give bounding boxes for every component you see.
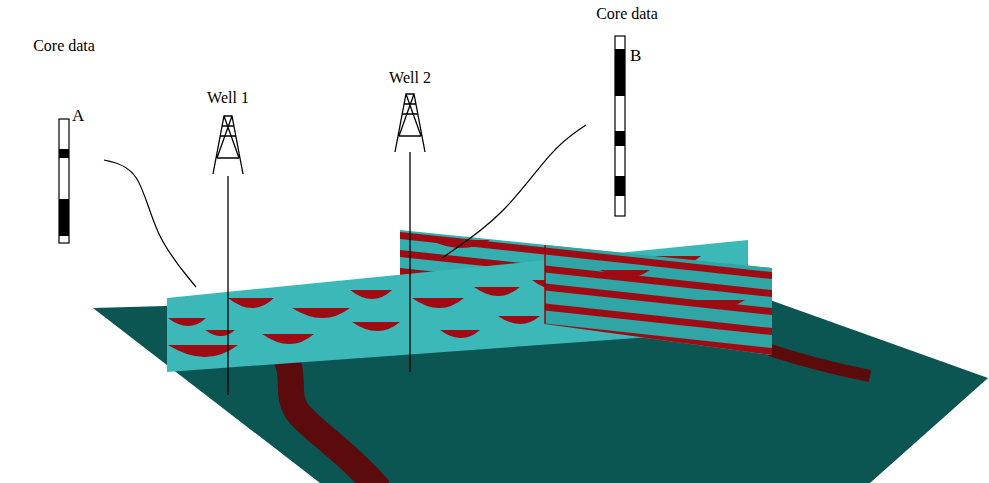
well-shaft <box>227 176 228 395</box>
node-heading: Core data <box>24 36 104 56</box>
core-sand <box>59 199 69 236</box>
core-column: Core dataA <box>24 36 104 246</box>
core-label: A <box>72 106 84 126</box>
well-rig: Well 1 <box>196 88 260 395</box>
ns-section-front <box>400 232 772 373</box>
sand-lens <box>412 298 464 308</box>
sand-lens <box>205 330 235 336</box>
sand-lens <box>168 318 206 326</box>
node-heading: Well 2 <box>378 68 442 88</box>
sand-band <box>400 308 772 355</box>
core-column: Core dataB <box>586 4 668 218</box>
sand-lens <box>352 322 400 331</box>
channel <box>280 350 380 483</box>
sand-lens <box>292 308 350 318</box>
derrick-frame <box>213 116 243 174</box>
sand-lens <box>690 300 745 308</box>
core-log <box>58 118 70 244</box>
sand-band <box>400 326 772 373</box>
leader-curve <box>442 125 586 258</box>
sand-lens <box>228 298 274 308</box>
core-log <box>614 35 626 217</box>
sand-lens <box>262 334 314 344</box>
well-rig: Well 2 <box>378 68 442 372</box>
core-sand <box>615 49 625 96</box>
node-heading: Well 1 <box>196 88 260 108</box>
sand-lens <box>440 330 480 338</box>
core-sand <box>615 176 625 196</box>
well-shaft <box>409 152 410 372</box>
derrick-symbol <box>209 112 247 176</box>
core-sand <box>59 149 69 158</box>
ground-channels <box>280 350 870 483</box>
section-edge <box>544 245 546 324</box>
core-sand <box>615 131 625 146</box>
channel <box>770 350 870 376</box>
derrick-symbol <box>391 90 429 154</box>
sand-band <box>400 268 772 315</box>
derrick-frame <box>395 94 425 152</box>
sand-lens <box>430 240 490 248</box>
sand-lens <box>498 316 540 324</box>
core-label: B <box>630 46 641 66</box>
core-column <box>615 36 625 216</box>
sand-lens <box>600 270 650 278</box>
node-heading: Core data <box>586 4 668 24</box>
sand-band <box>400 288 772 335</box>
sand-lens <box>350 290 392 299</box>
leader-curve <box>104 160 196 287</box>
sand-lens <box>430 240 490 248</box>
core-column <box>59 119 69 243</box>
sand-lens <box>474 287 520 296</box>
